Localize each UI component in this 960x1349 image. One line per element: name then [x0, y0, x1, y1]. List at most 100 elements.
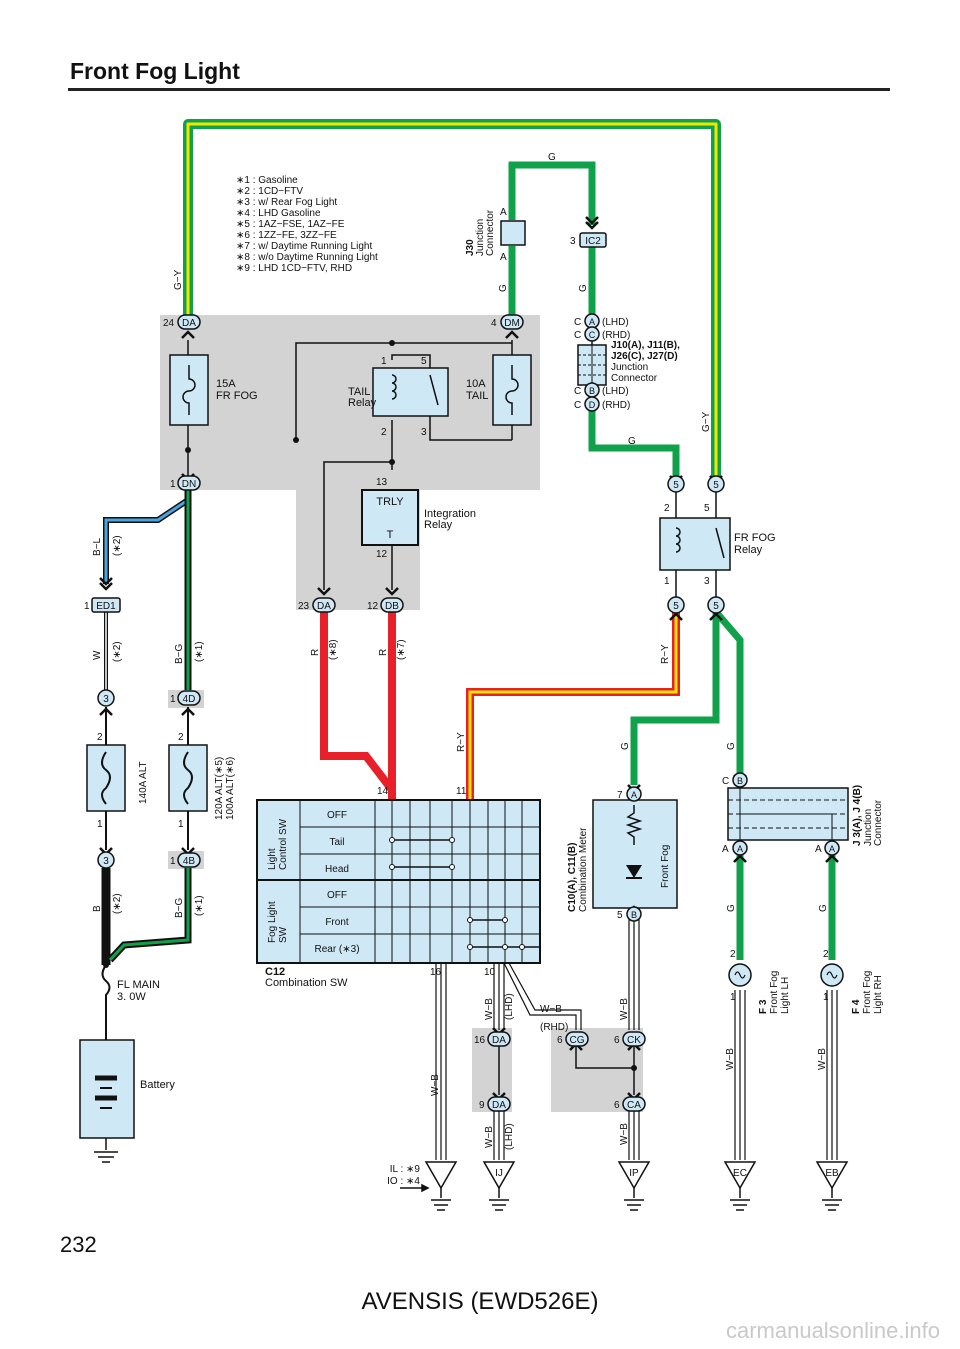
wire-g-relay [588, 410, 680, 478]
pin-j3a2: A [815, 844, 822, 855]
conn-dm4: DM [504, 318, 520, 329]
conn-da16: DA [492, 1035, 506, 1046]
j10-name-2: Connector [611, 373, 658, 384]
j30-code: J30 [465, 239, 476, 256]
note-2: ∗2 : 1CD−FTV [236, 186, 303, 197]
wire-label-g1: G [498, 284, 509, 292]
conn-j3-a1: A [737, 844, 743, 854]
pin-fr3: 3 [704, 576, 710, 587]
note-5: ∗5 : 1AZ−FSE, 1AZ−FE [236, 219, 345, 230]
note-9: ∗9 : LHD 1CD−FTV, RHD [236, 263, 352, 274]
wire-label-g-top: G [548, 152, 556, 163]
j30-name-2: Connector [485, 209, 496, 256]
f4-name-2: Light RH [873, 975, 884, 1014]
footer-model: AVENSIS (EWD526E) [361, 1288, 599, 1315]
wire-w-b [435, 908, 838, 1160]
j3-name-1: Junction [863, 809, 874, 846]
comb-sw-name: Combination SW [265, 977, 348, 989]
note-6: ∗6 : 1ZZ−FE, 3ZZ−FE [236, 230, 337, 241]
pin-cs16: 16 [430, 967, 442, 978]
pin-r1: 1 [823, 992, 829, 1003]
switch-row-rear: Rear (∗3) [314, 944, 359, 955]
fr-fog-fuse [169, 354, 209, 426]
pin-cs10: 10 [484, 967, 496, 978]
title-rule [68, 88, 890, 91]
wire-label-g3: G [628, 436, 636, 447]
fr-fog-relay-name: FR FOG [734, 532, 776, 544]
note-lhd-b: (LHD) [602, 386, 629, 397]
note-3: ∗3 : w/ Rear Fog Light [236, 197, 337, 208]
wire-g-j3 [713, 609, 744, 780]
f3-name-1: Front Fog [769, 971, 780, 1014]
wire-label-wb5: W−B [619, 1123, 630, 1145]
fl-main-fusible-link [101, 964, 111, 1018]
f4-code: F 4 [851, 999, 862, 1014]
pin-dm4: 4 [491, 318, 497, 329]
pin-ic2: 3 [570, 236, 576, 247]
conn-meter-a: A [631, 790, 637, 800]
pin-ca6: 6 [614, 1100, 620, 1111]
switch-row-tail: Tail [329, 837, 344, 848]
j30-name-1: Junction [475, 219, 486, 256]
fog-light-sw-1: Fog Light [267, 901, 278, 943]
wire-label-g4: G [620, 742, 631, 750]
trly-t-label: T [387, 529, 394, 541]
tail-fuse-name: TAIL [466, 390, 488, 402]
conn-j3-b: B [737, 776, 743, 786]
pin-r2: 2 [823, 949, 829, 960]
conn-db12: DB [385, 601, 399, 612]
pin-db12: 12 [367, 601, 379, 612]
conn-4b: 4B [183, 856, 196, 867]
pin-j3c: C [722, 776, 729, 787]
conn-ic2: IC2 [585, 236, 601, 247]
switch-row-head: Head [325, 864, 349, 875]
conn-j10-a: A [589, 317, 595, 327]
wire-label-n8: (∗8) [328, 639, 339, 660]
ground-eb: EB [825, 1168, 839, 1179]
conn-da24: DA [182, 318, 196, 329]
wire-label-gy-left: G−Y [173, 269, 184, 290]
conn-meter-b: B [631, 910, 637, 920]
wire-b-g-lower [107, 868, 192, 963]
pin-j30-a1: A [500, 207, 507, 218]
f4-name-1: Front Fog [862, 971, 873, 1014]
pin-dn1: 1 [170, 479, 176, 490]
conn-dn1: DN [182, 479, 196, 490]
pin-l2: 2 [730, 949, 736, 960]
j3-name-2: Connector [873, 799, 884, 846]
tail-relay-sub: Relay [348, 397, 377, 409]
f3-code: F 3 [758, 999, 769, 1014]
switch-row-off-2: OFF [327, 890, 347, 901]
pin-c5a: 5 [673, 480, 679, 491]
wire-r-y [466, 612, 680, 800]
fuse-140a-label: 140A ALT [138, 761, 149, 804]
ground-ec: EC [733, 1168, 747, 1179]
pin-da24: 24 [163, 318, 175, 329]
wire-label-n2b: (∗2) [112, 641, 123, 662]
j3-code: J 3(A), J 4(B) [852, 785, 863, 846]
j10-connector [577, 344, 607, 386]
note-8: ∗8 : w/o Daytime Running Light [236, 252, 378, 263]
pin-ck6: 6 [614, 1035, 620, 1046]
wire-label-w: W [92, 650, 103, 660]
pin-ed1: 1 [84, 601, 90, 612]
page-number: 232 [60, 1232, 97, 1257]
conn-ck6: CK [627, 1035, 641, 1046]
wire-label-wb7: W−B [817, 1048, 828, 1070]
combination-meter [592, 799, 678, 909]
tail-relay [372, 367, 449, 417]
wire-label-n2a: (∗2) [112, 535, 123, 556]
j10-code-2: J26(C), J27(D) [611, 351, 678, 362]
pin-tr3: 3 [421, 427, 427, 438]
note-rhd-d: (RHD) [602, 400, 630, 411]
j10-code-1: J10(A), J11(B), [611, 340, 680, 351]
wire-label-wb6: W−B [725, 1048, 736, 1070]
ground-ij: IJ [495, 1168, 503, 1179]
pin-c5c: 5 [673, 601, 679, 612]
pin-m7: 7 [617, 790, 623, 801]
pin-da16: 16 [474, 1035, 486, 1046]
wire-label-wb4: W−B [619, 998, 630, 1020]
conn-da23: DA [317, 601, 331, 612]
wire-label-g2: G [578, 284, 589, 292]
light-control-sw-2: Control SW [278, 818, 289, 870]
